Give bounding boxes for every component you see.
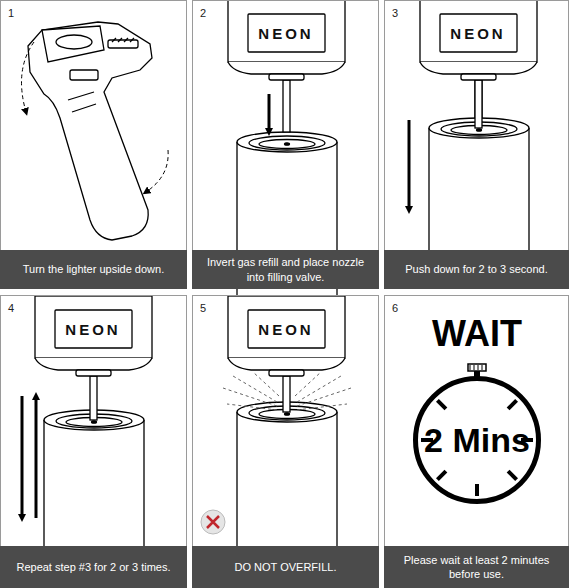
brand-logo: NEON xyxy=(258,25,313,42)
caption-text: Invert gas refill and place nozzle into … xyxy=(204,255,367,284)
caption-text: Turn the lighter upside down. xyxy=(23,262,164,276)
caption-band: Please wait at least 2 minutes before us… xyxy=(384,546,569,588)
brand-logo: NEON xyxy=(450,25,505,42)
step-number: 6 xyxy=(392,302,398,314)
wait-heading: WAIT xyxy=(432,313,522,355)
step-number: 4 xyxy=(8,302,14,314)
caption-text: DO NOT OVERFILL. xyxy=(235,560,337,574)
timer-circle: 2 Mins xyxy=(413,376,541,504)
lighter-drawing xyxy=(28,22,152,240)
step-panel: 2Invert gas refill and place nozzle into… xyxy=(192,0,379,289)
step-panel: 1Turn the lighter upside down. xyxy=(0,0,187,289)
caption-band: Invert gas refill and place nozzle into … xyxy=(192,250,379,289)
caption-text: Please wait at least 2 minutes before us… xyxy=(396,553,557,582)
stopwatch xyxy=(421,364,533,496)
caption-band: Repeat step #3 for 2 or 3 times. xyxy=(0,546,187,588)
step-panel: 3Push down for 2 to 3 second. xyxy=(384,0,569,289)
caption-band: Turn the lighter upside down. xyxy=(0,250,187,289)
step-number: 2 xyxy=(200,7,206,19)
brand-logo: NEON xyxy=(258,321,313,338)
step-number: 1 xyxy=(8,7,14,19)
refill-step xyxy=(409,0,537,288)
step-panel: 5 DO NOT OVERFILL. xyxy=(192,295,379,588)
caption-band: Push down for 2 to 3 second. xyxy=(384,250,569,289)
timer-text: 2 Mins xyxy=(424,421,530,460)
step-number: 3 xyxy=(392,7,398,19)
caption-text: Repeat step #3 for 2 or 3 times. xyxy=(16,560,170,574)
rotate-arrow xyxy=(22,42,35,112)
rotate-arrow xyxy=(146,150,168,192)
caption-band: DO NOT OVERFILL. xyxy=(192,546,379,588)
refill-step xyxy=(201,296,351,572)
step-number: 5 xyxy=(200,302,206,314)
brand-logo: NEON xyxy=(65,321,120,338)
refill-step xyxy=(22,296,152,580)
caption-text: Push down for 2 to 3 second. xyxy=(405,262,547,276)
step-panel: 4Repeat step #3 for 2 or 3 times. xyxy=(0,295,187,588)
